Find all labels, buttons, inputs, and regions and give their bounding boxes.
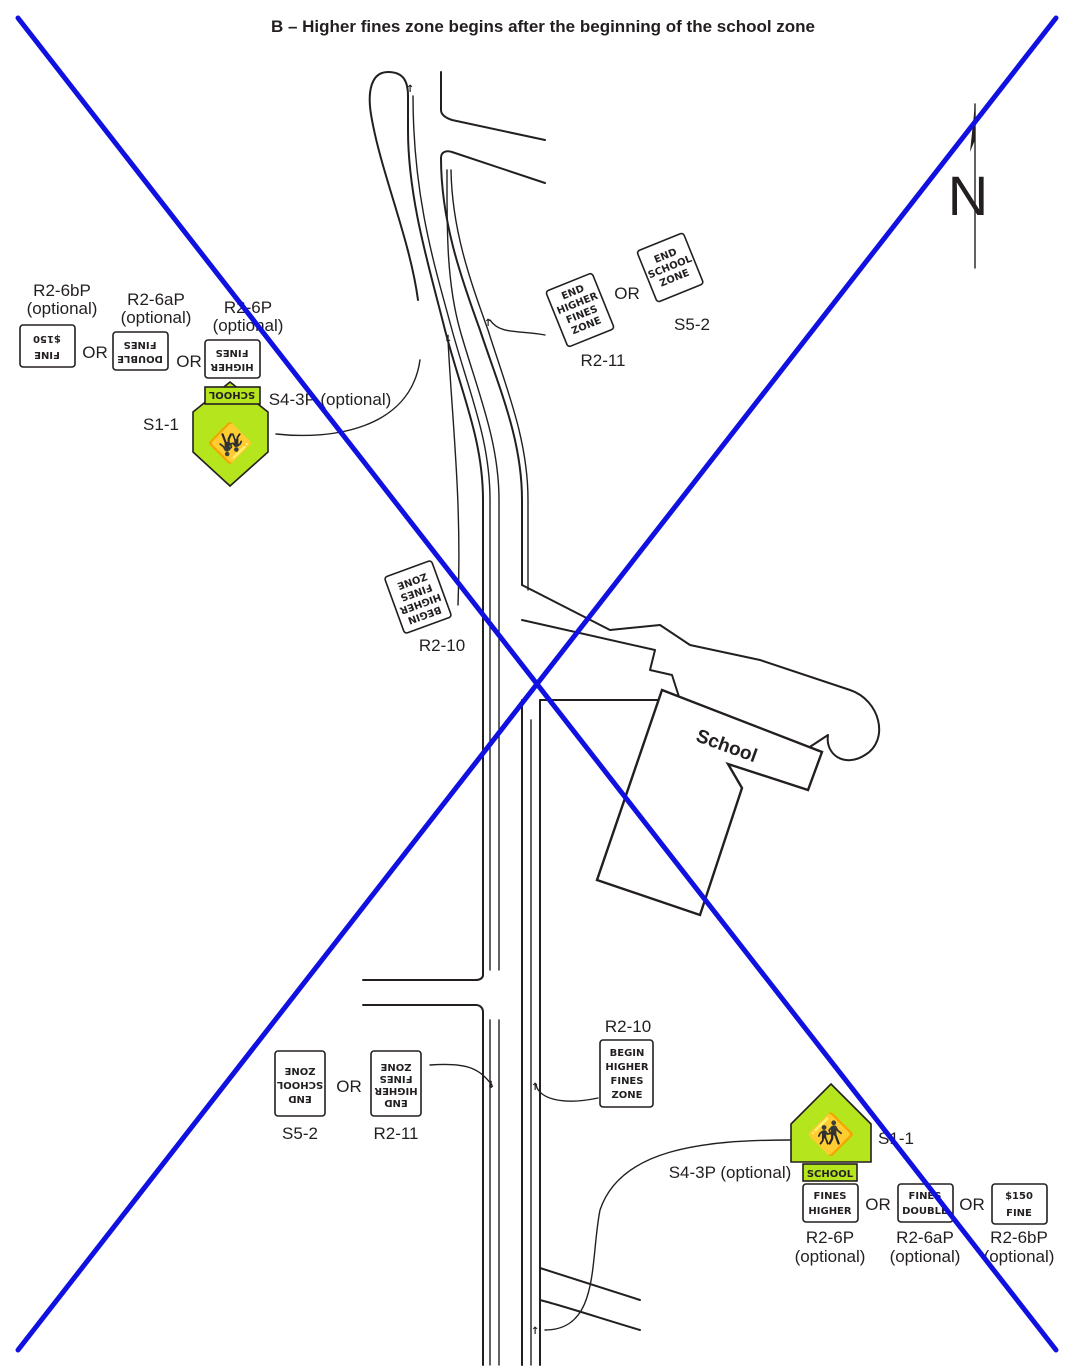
- sb-school-assembly: 🚸 SCHOOL S1-1 S4-3P (optional): [669, 1082, 914, 1182]
- sb-begin-line2: FINES: [611, 1076, 644, 1087]
- sb-opt0-note: (optional): [795, 1247, 866, 1266]
- nb-begin-sign: BEGIN HIGHER FINES ZONE: [384, 560, 452, 634]
- lower-endschool-line2: ZONE: [284, 1065, 315, 1076]
- lower-endfines-line0: END: [384, 1097, 408, 1108]
- lower-end-school-sign: END SCHOOL ZONE: [274, 1050, 326, 1117]
- sb-plaque-text: SCHOOL: [807, 1169, 854, 1180]
- diagram-title: B – Higher fines zone begins after the b…: [271, 17, 815, 36]
- sb-begin-line0: BEGIN: [610, 1048, 645, 1059]
- sb-begin-code: R2-10: [605, 1017, 651, 1036]
- nb-begin-code: R2-10: [419, 636, 465, 655]
- svg-text:↑: ↑: [531, 1326, 539, 1337]
- nb-opt1-code: R2-6aP: [127, 290, 185, 309]
- nb-opt0-note: (optional): [213, 316, 284, 335]
- nb-assembly-code: S1-1: [143, 415, 179, 434]
- nb-school-assembly: 🚸 SCHOOL S1-1 S4-3P (optional): [143, 380, 392, 488]
- nb-opt2-line1: $150: [33, 333, 61, 344]
- nb-option-r2-6bp: FINE $150 R2-6bP (optional): [19, 281, 98, 368]
- nb-plaque-code: S4-3P (optional): [269, 390, 392, 409]
- nb-opt0-line2: HIGHER: [210, 361, 253, 372]
- lower-endfines-code: R2-11: [373, 1124, 418, 1143]
- sb-end-fines-sign-upper: END HIGHER FINES ZONE: [545, 272, 615, 348]
- nb-opt2-note: (optional): [27, 299, 98, 318]
- road-network: [362, 71, 881, 1366]
- upper-or: OR: [614, 284, 640, 303]
- school-building: School: [595, 688, 824, 917]
- sb-opt0-line1: FINES: [814, 1191, 847, 1202]
- lower-endschool-line0: END: [288, 1093, 312, 1104]
- svg-text:↓: ↓: [444, 334, 452, 345]
- school-children-icon: 🚸: [806, 1111, 856, 1157]
- upper-endschool-code: S5-2: [674, 315, 710, 334]
- nb-or-1: OR: [176, 352, 202, 371]
- lower-endfines-line1: HIGHER: [374, 1085, 417, 1096]
- sb-or-2: OR: [959, 1195, 985, 1214]
- sb-opt2-note: (optional): [984, 1247, 1055, 1266]
- north-label: N: [948, 164, 988, 227]
- nb-plaque-text: SCHOOL: [208, 389, 255, 400]
- sb-option-r2-6ap: FINES DOUBLE R2-6aP (optional): [890, 1183, 961, 1266]
- svg-text:↑: ↑: [531, 1082, 539, 1093]
- nb-opt1-note: (optional): [121, 308, 192, 327]
- nb-opt0-line1: FINES: [216, 347, 249, 358]
- sb-opt1-note: (optional): [890, 1247, 961, 1266]
- sb-opt0-line2: HIGHER: [808, 1206, 851, 1217]
- nb-opt2-code: R2-6bP: [33, 281, 91, 300]
- lower-endfines-line2: FINES: [380, 1073, 413, 1084]
- nb-or-2: OR: [82, 343, 108, 362]
- nb-opt2-line2: FINE: [34, 349, 60, 360]
- lower-endschool-line1: SCHOOL: [276, 1079, 323, 1090]
- sb-opt2-code: R2-6bP: [990, 1228, 1048, 1247]
- sb-opt1-line1: FINES: [909, 1191, 942, 1202]
- sb-opt0-code: R2-6P: [806, 1228, 854, 1247]
- north-arrow-icon: N: [948, 103, 988, 269]
- sb-opt1-code: R2-6aP: [896, 1228, 954, 1247]
- nb-opt1-line1: FINES: [124, 339, 157, 350]
- upper-endfines-code: R2-11: [580, 351, 625, 370]
- nb-opt1-line2: DOUBLE: [117, 353, 163, 364]
- nb-opt0-code: R2-6P: [224, 298, 272, 317]
- sb-option-r2-6bp: $150 FINE R2-6bP (optional): [984, 1183, 1055, 1266]
- sb-end-school-sign-upper: END SCHOOL ZONE: [636, 232, 704, 303]
- lower-endfines-line3: ZONE: [380, 1061, 411, 1072]
- lower-or-left: OR: [336, 1077, 362, 1096]
- sb-plaque-code: S4-3P (optional): [669, 1163, 792, 1182]
- sb-begin-line3: ZONE: [612, 1090, 643, 1101]
- lower-endschool-code: S5-2: [282, 1124, 318, 1143]
- sb-begin-sign: BEGIN HIGHER FINES ZONE: [599, 1039, 654, 1108]
- svg-text:↑: ↑: [484, 318, 492, 329]
- svg-text:↓: ↓: [487, 1080, 495, 1091]
- sb-opt2-line1: $150: [1005, 1191, 1033, 1202]
- nb-option-r2-6p: HIGHER FINES R2-6P (optional): [204, 298, 284, 379]
- cross-out-mark: [15, 15, 1059, 1353]
- svg-text:↑: ↑: [406, 84, 414, 95]
- nb-option-r2-6ap: DOUBLE FINES R2-6aP (optional): [112, 290, 192, 371]
- leader-lines: [275, 319, 791, 1331]
- sb-opt2-line2: FINE: [1006, 1208, 1032, 1219]
- sb-opt1-line2: DOUBLE: [902, 1206, 948, 1217]
- lane-arrows: ↑ ↓ ↑ ↓ ↑ ↑: [406, 84, 539, 1337]
- sb-option-r2-6p: FINES HIGHER R2-6P (optional): [795, 1183, 866, 1266]
- school-children-icon: 🚸: [206, 421, 253, 465]
- lower-end-fines-sign: END HIGHER FINES ZONE: [370, 1050, 422, 1117]
- sb-or-1: OR: [865, 1195, 891, 1214]
- sb-begin-line1: HIGHER: [605, 1062, 648, 1073]
